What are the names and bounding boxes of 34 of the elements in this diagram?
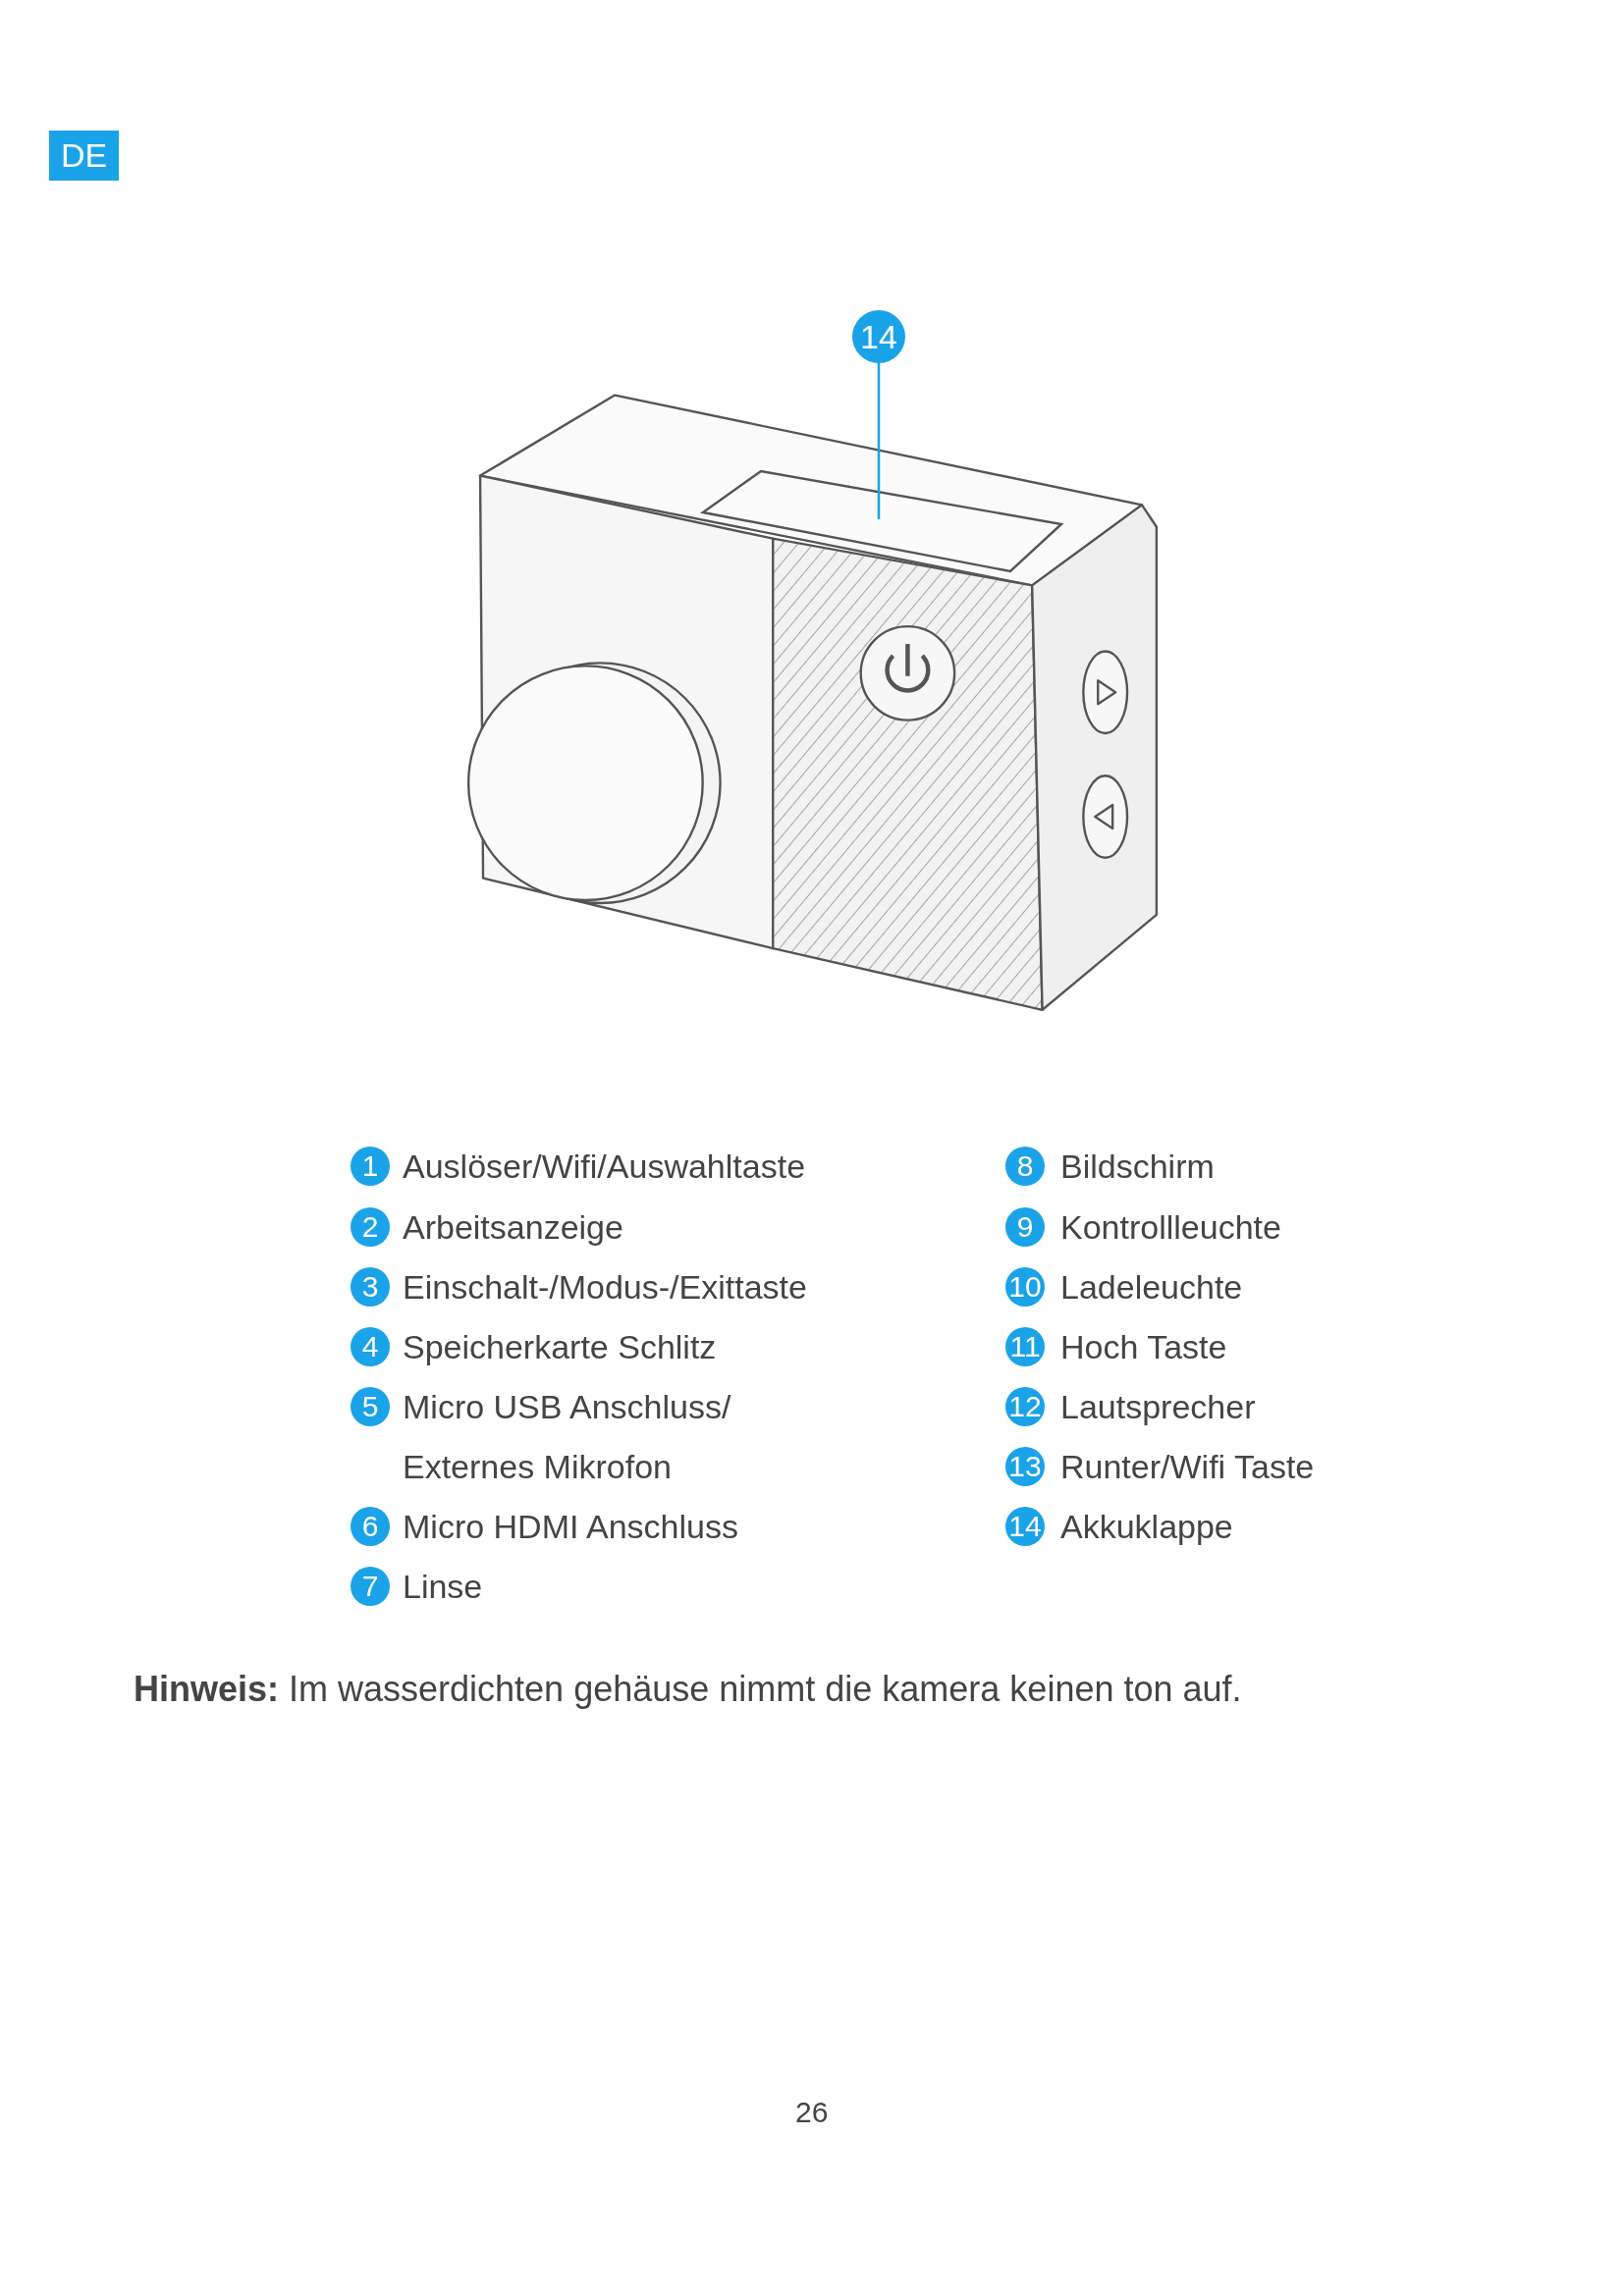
callout-number: 3 (351, 1267, 390, 1307)
callout-number: 12 (1005, 1387, 1045, 1426)
part-label: Micro HDMI Anschluss (403, 1507, 738, 1547)
part-label: Hoch Taste (1060, 1327, 1227, 1367)
callout-number: 10 (1005, 1267, 1045, 1307)
note-text: Hinweis: Im wasserdichten gehäuse nimmt die kamera keinen ton auf. (134, 1669, 1242, 1710)
language-tag: DE (49, 131, 120, 181)
part-label: Auslöser/Wifi/Auswahltaste (403, 1147, 806, 1187)
part-label: Bildschirm (1060, 1147, 1215, 1187)
callout-number: 11 (1005, 1327, 1045, 1366)
part-label: Speicherkarte Schlitz (403, 1327, 717, 1367)
page-number: 26 (795, 2096, 829, 2129)
part-label: Micro USB Anschluss/ Externes Mikrofon (403, 1387, 732, 1487)
battery-door (700, 469, 1064, 573)
callout-number: 6 (351, 1507, 390, 1546)
callout-number: 4 (351, 1327, 390, 1366)
callout-number: 14 (852, 310, 905, 363)
part-label: Linse (403, 1567, 483, 1607)
callout-number: 1 (351, 1147, 390, 1186)
part-label: Kontrollleuchte (1060, 1207, 1281, 1248)
callout-number: 8 (1005, 1147, 1045, 1186)
part-label: Akkuklappe (1060, 1507, 1233, 1547)
callout-number: 13 (1005, 1447, 1045, 1486)
part-label: Arbeitsanzeige (403, 1207, 623, 1248)
leader-line (877, 363, 881, 519)
callout-number: 14 (1005, 1507, 1045, 1546)
callout-number: 9 (1005, 1207, 1045, 1247)
part-label: Einschalt-/Modus-/Exittaste (403, 1267, 807, 1308)
callout-number: 5 (351, 1387, 390, 1426)
callout-number: 7 (351, 1567, 390, 1606)
part-label: Lautsprecher (1060, 1387, 1256, 1427)
callout-number: 2 (351, 1207, 390, 1247)
part-label: Ladeleuchte (1060, 1267, 1243, 1308)
part-label: Runter/Wifi Taste (1060, 1447, 1315, 1487)
